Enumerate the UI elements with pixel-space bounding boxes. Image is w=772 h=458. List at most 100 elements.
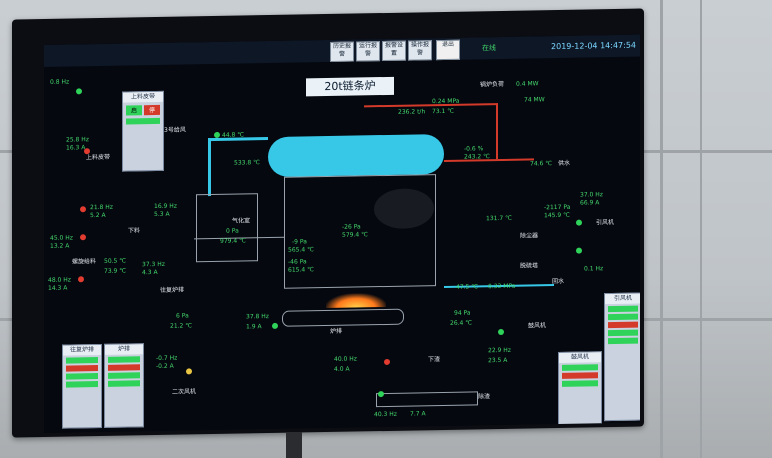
readout: 50.5 ℃ [104,257,127,265]
readout: 533.8 ℃ [234,159,260,167]
readout: 48.0 Hz [48,276,71,284]
status-bar [66,357,98,364]
scada-screen: 历史报警 运行报警 报警设置 操作报警 退出 在线 2019-12-04 14:… [44,34,640,433]
readout: 0 Pa [226,227,239,235]
nav-button-settings[interactable]: 报警设置 [382,40,406,62]
boiler-load-label: 锅炉负荷 [480,80,505,89]
readout: 94 Pa [454,309,471,317]
status-bar [608,329,638,337]
panel-title: 鼓风机 [559,352,601,363]
readout: 615.4 ℃ [288,266,314,274]
readout: 回水 [552,277,565,286]
panel-title: 往复炉排 [63,344,101,356]
control-panel[interactable]: 引风机 [604,292,640,422]
status-indicator [272,322,278,329]
readout: 二次风机 [172,388,197,396]
status-bar [66,373,98,380]
readout: 4.3 A [142,268,158,277]
readout: -9 Pa [292,238,307,246]
status-indicator [576,219,582,226]
status-bar [108,380,140,387]
status-indicator [78,276,84,283]
readout: -46 Pa [288,258,307,266]
readout: 0.33 MPa [488,282,516,291]
readout: 供水 [558,159,571,167]
status-bar [608,321,638,329]
readout: -26 Pa [342,223,361,231]
readout: 0.1 Hz [584,265,604,273]
readout: 5.3 A [154,210,170,219]
boiler-load-value: 0.4 MW [516,80,539,88]
readout: 23.5 A [488,356,508,365]
readout: 579.4 ℃ [342,231,368,239]
readout: 0.8 Hz [50,78,70,86]
page-title: 20t链条炉 [306,76,394,97]
readout: 下渣 [428,356,441,364]
readout: 往复炉排 [160,286,185,294]
readout: 除渣 [478,393,491,401]
status-bar [562,364,598,371]
readout: 螺旋给料 [72,258,97,266]
readout: 37.0 Hz [580,191,603,199]
status-bar [608,305,638,313]
readout: 3号给风 [164,126,186,134]
control-panel[interactable]: 炉排 [104,343,144,428]
top-bar: 历史报警 运行报警 报警设置 操作报警 退出 在线 2019-12-04 14:… [44,34,640,67]
readout: 74.6 ℃ [530,160,553,168]
wall-seam [700,0,702,458]
panel-title: 引风机 [605,293,640,305]
status-bar [126,117,160,125]
readout: 13.2 A [50,242,70,250]
readout: 236.2 t/h [398,108,426,116]
readout: -0.6 % [464,145,484,153]
readout: 45.0 Hz [50,234,73,242]
stop-button[interactable]: 停 [144,104,160,116]
readout: 除尘器 [520,232,539,240]
monitor-stand [286,432,302,458]
readout: 0.24 MPa [432,97,460,106]
readout: 炉排 [330,327,343,335]
readout: 上料皮带 [86,153,111,162]
grate-conveyor [282,308,404,327]
readout: 鼓风机 [528,322,547,330]
status-bar [108,364,140,371]
readout: 44.8 ℃ [222,131,245,139]
nav-button-running[interactable]: 运行报警 [356,41,380,62]
control-panel[interactable]: 往复炉排 [62,343,102,429]
readout: 73.1 ℃ [432,107,455,116]
monitor: 历史报警 运行报警 报警设置 操作报警 退出 在线 2019-12-04 14:… [12,8,644,438]
readout: -0.2 A [156,362,174,371]
readout: 40.3 Hz [374,410,397,419]
readout: 1.9 A [246,323,262,331]
steam-pipe [496,103,498,160]
readout: 145.9 ℃ [544,211,570,220]
exit-button[interactable]: 退出 [436,39,460,61]
readout: 6 Pa [176,312,189,320]
readout: 243.2 ℃ [464,153,490,161]
readout: -0.7 Hz [156,354,178,363]
control-panel[interactable]: 鼓风机 [558,351,602,426]
status-bar [66,365,98,372]
status-bar [108,372,140,379]
clock: 2019-12-04 14:47:54 [551,40,636,52]
nav-button-operation[interactable]: 操作报警 [408,40,432,61]
readout: -2117 Pa [544,203,571,212]
wall-seam [660,0,663,458]
steam-pipe [364,103,496,108]
readout: 脱硫塔 [520,262,539,270]
panel-title: 炉排 [105,344,143,355]
readout: 引风机 [596,219,615,227]
panel-title: 上料皮带 [123,91,163,103]
readout: 7.7 A [410,410,426,418]
status-bar [608,337,638,345]
steam-drum [268,133,444,178]
readout: 47.5 ℃ [456,283,479,291]
readout: 73.9 ℃ [104,267,127,275]
status-bar [608,313,638,321]
readout: 25.8 Hz [66,136,89,144]
nav-button-history[interactable]: 历史报警 [330,41,354,62]
start-button[interactable]: 启 [126,105,142,116]
status-indicator [76,88,82,95]
control-panel[interactable]: 上料皮带 启 停 [122,90,164,172]
readout: 66.9 A [580,199,600,207]
